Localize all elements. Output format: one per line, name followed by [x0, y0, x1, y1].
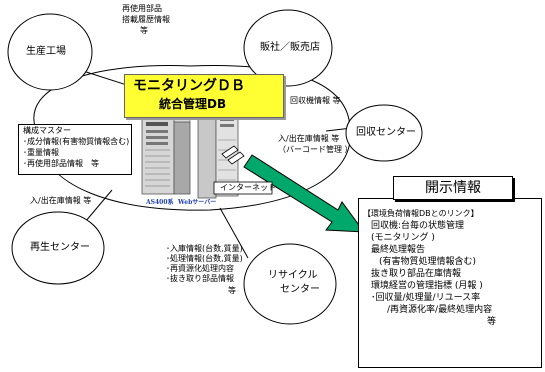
node-sales: 販社／販売店 [260, 42, 320, 53]
disclosure-line-7: 環境経営の管理指標 (月報 ) [371, 281, 483, 291]
flow-factory-line1: 再使用部品 [122, 4, 162, 13]
flow-recycle-2: ･処理情報(台数,質量) [166, 254, 243, 263]
disclosure-line-2: 回収機:台毎の状態管理 [371, 221, 465, 231]
flow-factory-line2: 搭載履歴情報 [122, 15, 170, 24]
connector-recycle [219, 207, 249, 259]
monitoring-db-box: モニタリングＤＢ 統合管理DB [124, 74, 284, 118]
circle-factory [7, 13, 93, 91]
node-factory: 生産工場 [26, 46, 66, 57]
circle-recycle [243, 243, 337, 325]
db-title: モニタリングＤＢ [133, 78, 245, 94]
server-icon [141, 111, 191, 195]
flow-recycle-5: 等 [228, 286, 236, 295]
server-web-label: Webサーバー [178, 199, 217, 206]
master-item-3: ･再使用部品情報 等 [23, 159, 99, 168]
disclosure-line-9: /再資源化率/最終処理内容 [387, 305, 493, 315]
server-model-label: AS400系 [146, 199, 174, 206]
master-title: 構成マスター [23, 126, 71, 135]
disclosure-line-8: ･回収量/処理量/リユース率 [371, 293, 481, 303]
small-device-icon [221, 145, 245, 165]
flow-inout-collection-2: （バーコード管理 ） [278, 145, 353, 154]
disclosure-line-4: 最終処理報告 [371, 245, 426, 255]
disclosure-line-5: (有害物質処理情報含む) [379, 257, 477, 267]
node-regeneration: 再生センター [30, 242, 90, 253]
flow-collection: 回収機情報 等 [290, 96, 341, 105]
disclosure-box: 【環境負荷情報DBとのリンク】 回収機:台毎の状態管理 (モニタリング ) 最終… [358, 198, 542, 368]
connector-factory [79, 69, 131, 87]
config-master-box: 構成マスター ･成分情報(有害物質情報含む) ･重量情報 ･再使用部品情報 等 [18, 124, 132, 175]
node-recycle-line1: リサイクル [268, 270, 318, 281]
node-collection: 回収センター [356, 127, 416, 138]
flow-recycle-3: ･再資源化処理内容 [166, 264, 234, 273]
disclosure-line-1: 【環境負荷情報DBとのリンク】 [363, 209, 479, 218]
master-item-1: ･成分情報(有害物質情報含む) [23, 137, 130, 146]
db-subtitle: 統合管理DB [159, 97, 227, 111]
circle-sales [243, 9, 333, 87]
disclosure-line-10: 等 [487, 317, 497, 327]
circle-regeneration [11, 211, 105, 285]
disclosure-line-6: 抜き取り部品在庫情報 [371, 269, 462, 279]
internet-box [213, 181, 273, 195]
internet-label: インターネット [220, 183, 276, 192]
disclosure-title: 開示情報 [393, 176, 513, 200]
flow-inout-collection-1: 入/出在庫情報 等 [278, 134, 340, 143]
master-item-2: ･重量情報 [23, 148, 59, 157]
flow-recycle-1: ･入庫情報(台数,質量) [166, 244, 243, 253]
flow-factory-line3: 等 [140, 26, 148, 35]
flow-inout-regeneration: 入/出在庫情報 等 [30, 196, 92, 205]
circle-collection [345, 104, 423, 162]
disclosure-arrow [243, 154, 366, 233]
flow-recycle-4: ･抜き取り部品情報 [166, 274, 234, 283]
node-recycle-line2: センター [280, 284, 320, 295]
disclosure-line-3: (モニタリング ) [371, 233, 435, 243]
